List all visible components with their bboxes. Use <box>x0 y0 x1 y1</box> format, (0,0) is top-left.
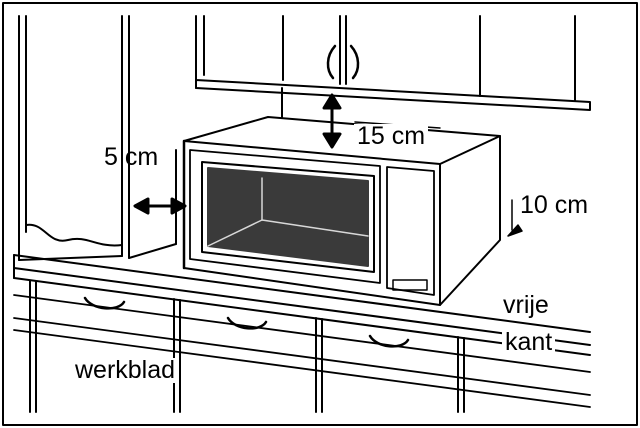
side-clearance-label: 5 cm <box>104 143 159 171</box>
drawer-handle-2 <box>226 316 268 330</box>
tall-cabinet <box>18 15 177 261</box>
cabinet-handle-right <box>349 44 360 80</box>
countertop <box>13 254 591 413</box>
control-display <box>392 279 428 291</box>
free-edge-label-line2: kant <box>502 330 556 355</box>
side-clearance-arrow <box>133 197 187 215</box>
back-clearance-label: 10 cm <box>520 191 589 219</box>
drawer-handle-1 <box>83 296 126 310</box>
drawer-handle-3 <box>368 334 410 348</box>
free-edge-label-line1: vrije <box>500 293 552 318</box>
cabinet-handle-left <box>326 44 337 80</box>
microwave-window <box>207 167 369 267</box>
microwave <box>182 116 501 306</box>
back-clearance-leader <box>507 199 523 237</box>
top-clearance-arrow <box>322 93 342 149</box>
upper-cabinet <box>195 15 591 119</box>
countertop-label: werkblad <box>72 358 179 383</box>
top-clearance-label: 15 cm <box>354 124 429 149</box>
